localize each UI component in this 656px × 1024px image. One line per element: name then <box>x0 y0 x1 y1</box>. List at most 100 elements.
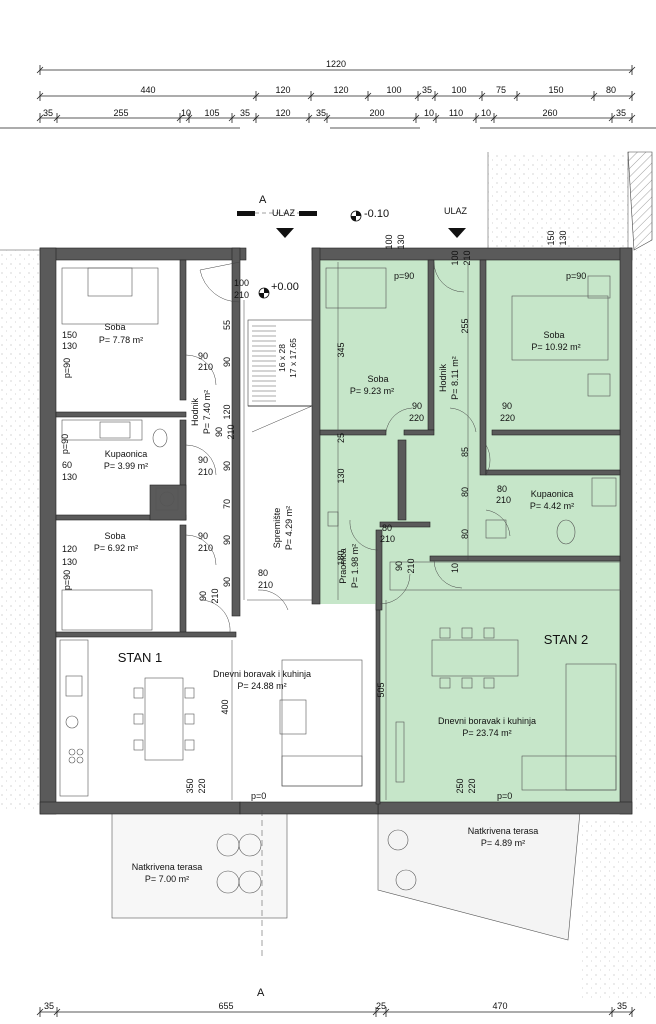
entrance-label: ULAZ <box>272 208 296 218</box>
dim-row3: 110 <box>449 108 463 118</box>
opening-height: 210 <box>234 290 249 300</box>
sill-height: p=90 <box>394 271 414 281</box>
dim-row3: 105 <box>204 108 219 118</box>
dim-row3: 35 <box>616 108 626 118</box>
opening-labels: 100 210 100 130 100 210 150 130 150 130 … <box>62 230 568 793</box>
top-dimensions: 1220 440 120 120 100 35 100 75 150 80 35… <box>0 59 656 129</box>
opening-height: 210 <box>406 558 416 573</box>
dim-row3: 35 <box>43 108 53 118</box>
opening-width: 250 <box>455 778 465 793</box>
opening-width: 150 <box>62 330 77 340</box>
sill-height: p=90 <box>60 434 70 454</box>
level-marker-upper: +0.00 <box>258 281 299 299</box>
inner-dimensions: 55 90 120 90 70 90 90 345 25 130 180 255… <box>220 262 470 800</box>
opening-width: 90 <box>502 401 512 411</box>
inner-dimension: 90 <box>222 461 232 471</box>
inner-dimension: 70 <box>222 499 232 509</box>
inner-dimension: 25 <box>336 433 346 443</box>
opening-height: 220 <box>197 778 207 793</box>
dim-row3: 260 <box>542 108 557 118</box>
opening-height: 130 <box>62 557 77 567</box>
opening-height: 210 <box>198 543 213 553</box>
opening-width: 80 <box>258 568 268 578</box>
room-area: P= 7.40 m² <box>202 390 212 434</box>
apartment-label-stan2: STAN 2 <box>544 632 589 647</box>
inner-dimension: 345 <box>336 342 346 357</box>
room-area: P= 8.11 m² <box>450 356 460 400</box>
room-name: Dnevni boravak i kuhinja <box>438 716 536 726</box>
opening-height: 210 <box>226 424 236 439</box>
room-area: P= 9.23 m² <box>350 386 394 396</box>
opening-width: 60 <box>62 460 72 470</box>
dim-row2: 100 <box>386 85 401 95</box>
room-name: Hodnik <box>190 397 200 426</box>
room-name: Soba <box>104 322 125 332</box>
dim-row2: 80 <box>606 85 616 95</box>
level-label: -0.10 <box>364 208 389 220</box>
stairs-rise-label: 17 x 17.65 <box>288 338 298 378</box>
dim-row2: 100 <box>451 85 466 95</box>
room-name: Soba <box>104 531 125 541</box>
dim-row3: 10 <box>424 108 434 118</box>
opening-width: 90 <box>412 401 422 411</box>
stairs-steps-label: 16 x 28 <box>277 344 287 372</box>
room-area: P= 7.78 m² <box>99 335 143 345</box>
room-name: Soba <box>543 330 564 340</box>
dim-row2: 120 <box>333 85 348 95</box>
room-name: Dnevni boravak i kuhinja <box>213 669 311 679</box>
inner-dimension: 80 <box>460 487 470 497</box>
sill-height: p=90 <box>62 358 72 378</box>
room-name: Hodnik <box>438 363 448 392</box>
apartment-label-stan1: STAN 1 <box>118 650 163 665</box>
terrain-right <box>634 250 656 810</box>
opening-width: 100 <box>384 234 394 249</box>
inner-dimension: 400 <box>220 699 230 714</box>
dim-row2: 150 <box>548 85 563 95</box>
room-area: P= 10.92 m² <box>531 342 580 352</box>
entrance-arrow-icon <box>276 228 294 238</box>
opening-height: 130 <box>62 472 77 482</box>
dim-row3: 10 <box>481 108 491 118</box>
inner-dimension: 80 <box>460 529 470 539</box>
section-label-top: A <box>259 194 267 206</box>
room-area: P= 3.99 m² <box>104 461 148 471</box>
sill-labels: p=90 p=90 p=90 p=90 p=90 p=0 p=0 <box>60 271 586 801</box>
dim-bottom: 470 <box>492 1001 507 1011</box>
dim-bottom: 35 <box>617 1001 627 1011</box>
inner-dimension: 255 <box>460 318 470 333</box>
sill-height: p=90 <box>62 570 72 590</box>
inner-dimension: 10 <box>450 563 460 573</box>
entrance-arrow-icon <box>448 228 466 238</box>
terrace1-floor <box>111 811 288 919</box>
furniture <box>59 267 621 894</box>
opening-height: 220 <box>467 778 477 793</box>
dim-bottom: 35 <box>44 1001 54 1011</box>
room-area: P= 24.88 m² <box>237 681 286 691</box>
opening-width: 120 <box>62 544 77 554</box>
entrance-right: ULAZ <box>444 206 468 238</box>
opening-height: 210 <box>496 495 511 505</box>
room-name: Spremište <box>272 508 282 549</box>
dim-row3: 120 <box>275 108 290 118</box>
room-name: Soba <box>367 374 388 384</box>
opening-width: 100 <box>450 250 460 265</box>
opening-width: 90 <box>198 531 208 541</box>
room-area: P= 4.29 m² <box>284 506 294 550</box>
room-area: P= 23.74 m² <box>462 728 511 738</box>
inner-dimension: 505 <box>376 682 386 697</box>
section-marker-bottom: A <box>257 810 265 999</box>
section-marker-top: A <box>237 194 317 216</box>
opening-width: 150 <box>546 230 556 245</box>
opening-height: 220 <box>500 413 515 423</box>
opening-width: 90 <box>198 455 208 465</box>
room-area: P= 7.00 m² <box>145 874 189 884</box>
inner-dimension: 85 <box>460 447 470 457</box>
room-name: Kupaonica <box>105 449 148 459</box>
staircase: 16 x 28 17 x 17.65 <box>247 319 313 601</box>
opening-height: 210 <box>210 588 220 603</box>
dim-row2: 75 <box>496 85 506 95</box>
dim-row2: 440 <box>140 85 155 95</box>
terrain-bottom-right <box>580 820 656 1000</box>
inner-dimension: 90 <box>222 535 232 545</box>
